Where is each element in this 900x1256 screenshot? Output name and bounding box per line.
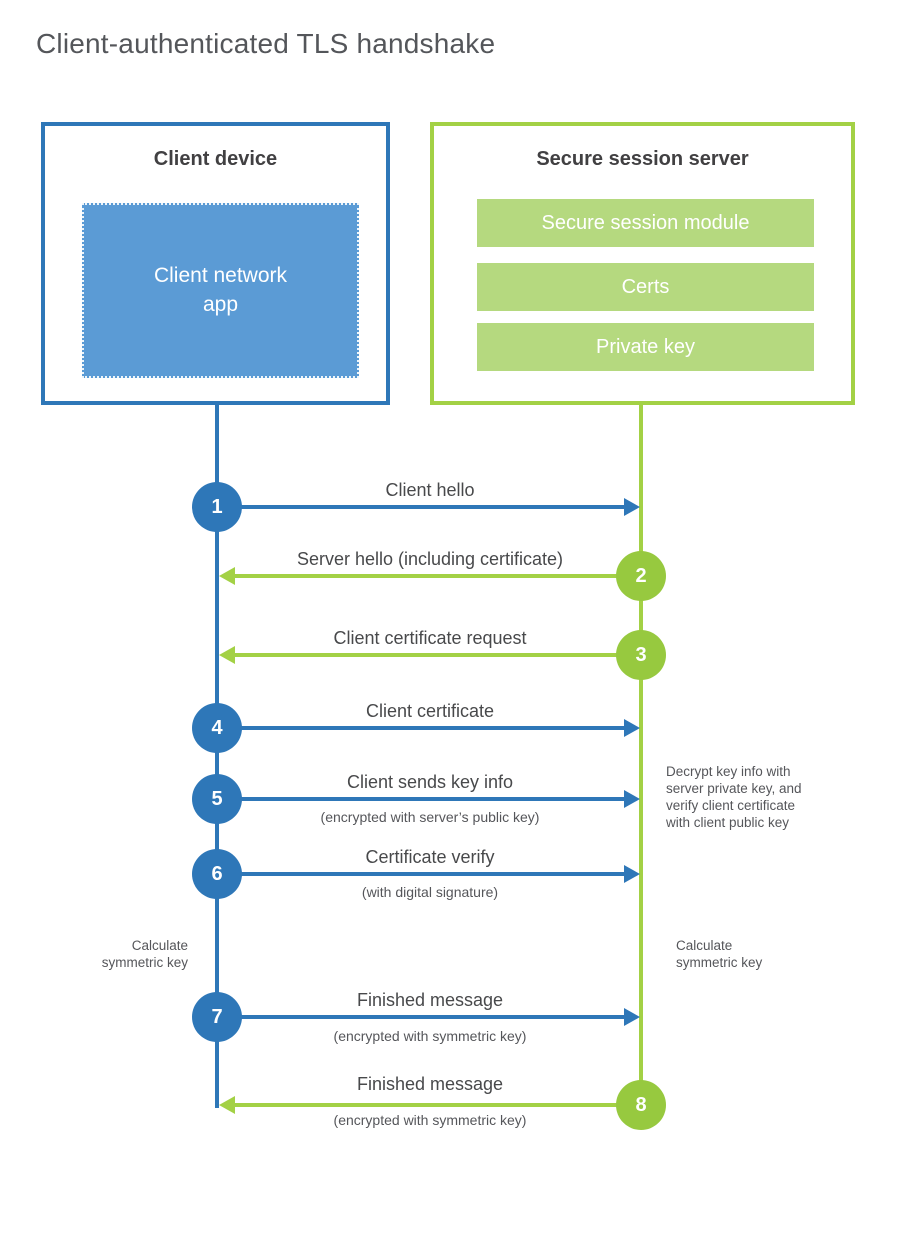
step-5-arrow bbox=[240, 797, 624, 801]
step-4-arrow bbox=[240, 726, 624, 730]
step-2-arrow bbox=[235, 574, 618, 578]
step-2-circle: 2 bbox=[616, 551, 666, 601]
step-7-circle: 7 bbox=[192, 992, 242, 1042]
step-1-circle: 1 bbox=[192, 482, 242, 532]
step-6-circle: 6 bbox=[192, 849, 242, 899]
client-calculate-key-note: Calculate symmetric key bbox=[101, 938, 188, 970]
step-2-label: Server hello (including certificate) bbox=[296, 549, 564, 569]
step-6-arrowhead-icon bbox=[624, 865, 640, 883]
server-lifeline bbox=[639, 405, 643, 1104]
step-4-arrowhead-icon bbox=[624, 719, 640, 737]
server-decrypt-note: Decrypt key info with server private key… bbox=[666, 764, 802, 830]
step-3-label: Client certificate request bbox=[333, 628, 527, 648]
step-6-sublabel: (with digital signature) bbox=[361, 884, 499, 900]
step-3-arrowhead-icon bbox=[219, 646, 235, 664]
step-8-circle: 8 bbox=[616, 1080, 666, 1130]
server-heading: Secure session server bbox=[536, 148, 749, 170]
step-7-label: Finished message bbox=[356, 990, 504, 1010]
step-8-label: Finished message bbox=[356, 1074, 504, 1094]
server-module-secure-session: Secure session module bbox=[477, 199, 814, 247]
step-6-arrow bbox=[240, 872, 624, 876]
server-calculate-key-note: Calculate symmetric key bbox=[676, 938, 763, 970]
step-5-circle: 5 bbox=[192, 774, 242, 824]
step-7-arrowhead-icon bbox=[624, 1008, 640, 1026]
step-8-arrowhead-icon bbox=[219, 1096, 235, 1114]
step-7-sublabel: (encrypted with symmetric key) bbox=[333, 1028, 527, 1044]
page-title: Client-authenticated TLS handshake bbox=[36, 28, 496, 59]
step-2-arrowhead-icon bbox=[219, 567, 235, 585]
step-8-arrow bbox=[235, 1103, 618, 1107]
step-4-label: Client certificate bbox=[365, 701, 495, 721]
step-4-circle: 4 bbox=[192, 703, 242, 753]
step-3-arrow bbox=[235, 653, 618, 657]
step-1-arrow bbox=[240, 505, 624, 509]
step-5-label: Client sends key info bbox=[346, 772, 514, 792]
step-5-arrowhead-icon bbox=[624, 790, 640, 808]
step-8-sublabel: (encrypted with symmetric key) bbox=[333, 1112, 527, 1128]
client-device-heading: Client device bbox=[153, 148, 278, 170]
server-module-certs: Certs bbox=[477, 263, 814, 311]
step-1-label: Client hello bbox=[385, 480, 475, 500]
client-device-box: Client device Client network app bbox=[41, 122, 390, 405]
step-7-arrow bbox=[240, 1015, 624, 1019]
client-network-app-box: Client network app bbox=[82, 203, 359, 378]
client-lifeline bbox=[215, 405, 219, 1108]
step-6-label: Certificate verify bbox=[365, 847, 495, 867]
server-module-private-key: Private key bbox=[477, 323, 814, 371]
step-3-circle: 3 bbox=[616, 630, 666, 680]
step-1-arrowhead-icon bbox=[624, 498, 640, 516]
step-5-sublabel: (encrypted with server’s public key) bbox=[320, 809, 540, 825]
secure-session-server-box: Secure session server Secure session mod… bbox=[430, 122, 855, 405]
